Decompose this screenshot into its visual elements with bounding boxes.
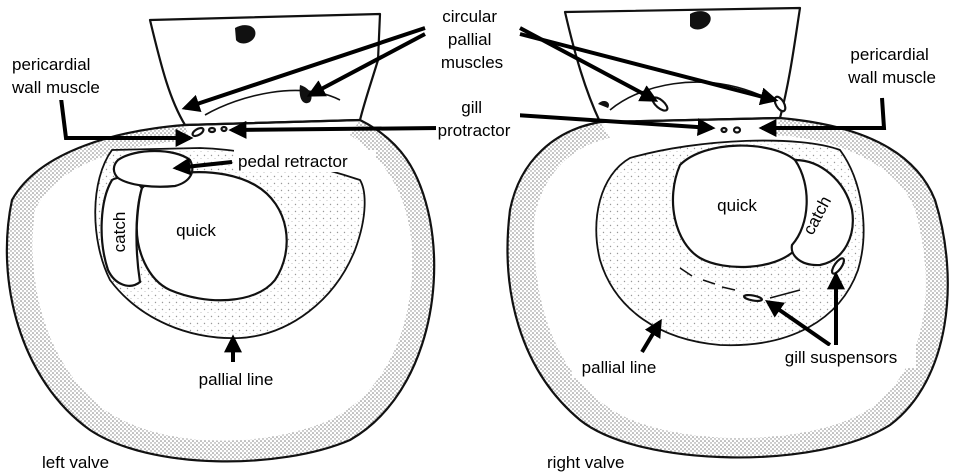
label-pallial-line-right: pallial line [582, 358, 657, 377]
label-right-valve: right valve [547, 453, 624, 472]
label-left-valve: left valve [42, 453, 109, 472]
label-gill-suspensors: gill suspensors [785, 348, 897, 367]
label-pallial-line-left: pallial line [199, 370, 274, 389]
label-circular-pallial-muscles: circular pallial muscles [441, 7, 503, 72]
right-hinge-ear [565, 8, 800, 122]
label-catch-left: catch [110, 212, 129, 253]
label-quick-right: quick [717, 196, 757, 215]
left-hinge-ear [150, 14, 380, 125]
label-quick-left: quick [176, 221, 216, 240]
label-pedal-retractor: pedal retractor [238, 152, 348, 171]
